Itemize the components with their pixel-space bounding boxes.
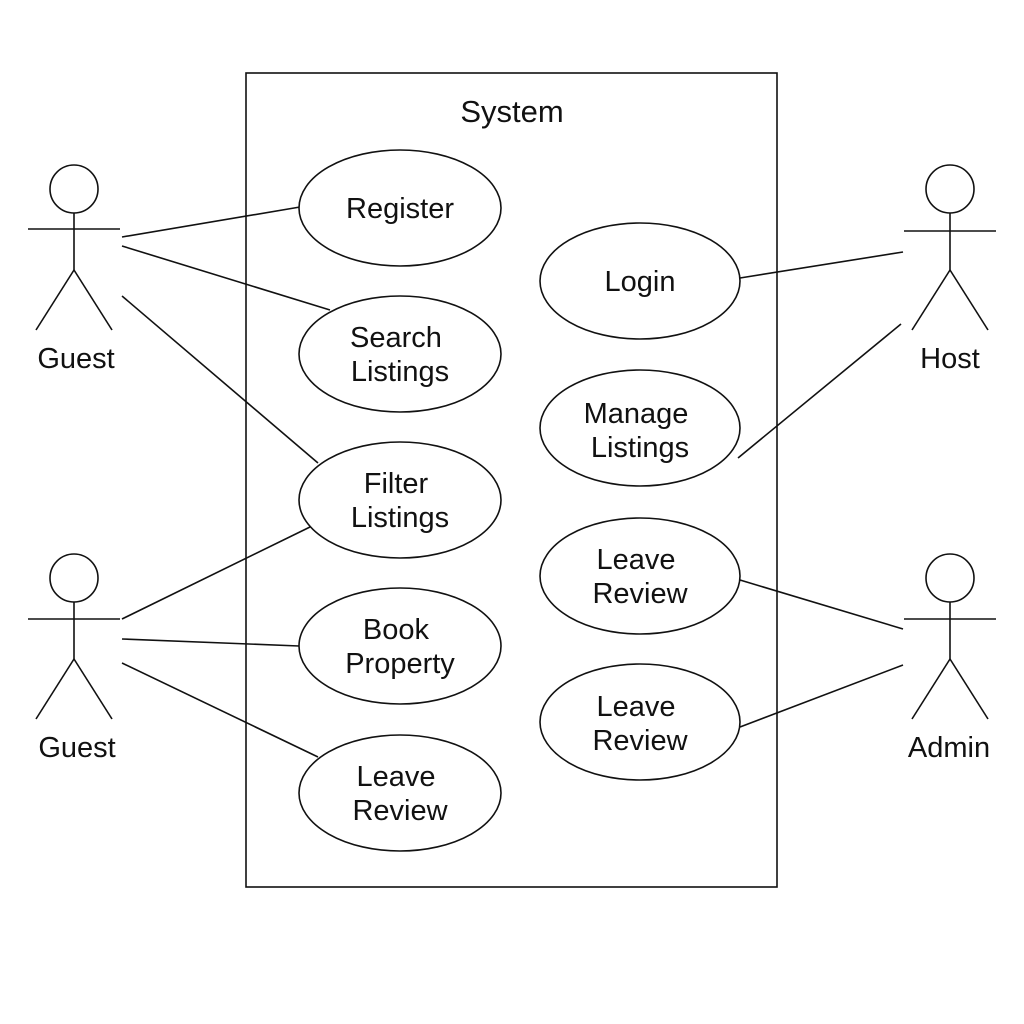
association-host-login bbox=[739, 251, 904, 279]
association-host-manage-listings bbox=[737, 323, 902, 459]
use-case-label: Listings bbox=[591, 432, 689, 464]
associations bbox=[121, 206, 904, 758]
use-case-label: Listings bbox=[351, 356, 449, 388]
use-case-ellipse bbox=[298, 441, 502, 559]
actor-guest-1: Guest bbox=[28, 164, 120, 375]
use-case-label: Filter bbox=[364, 468, 429, 500]
use-case-ellipse bbox=[539, 222, 741, 340]
association-guest-1-filter-listings bbox=[121, 295, 319, 464]
actor-label: Guest bbox=[37, 343, 114, 375]
actor-label: Host bbox=[920, 343, 980, 375]
use-case-ellipse bbox=[539, 663, 741, 781]
svg-text:Login: Login bbox=[605, 266, 676, 298]
use-case-ellipse bbox=[298, 149, 502, 267]
svg-text:Manage Listings: Manage Listings bbox=[584, 398, 697, 464]
association-guest-2-leave-review bbox=[121, 662, 319, 758]
stick-figure-icon bbox=[904, 164, 996, 331]
use-case-label: Listings bbox=[351, 502, 449, 534]
svg-text:Leave Review: Leave Review bbox=[592, 691, 688, 757]
stick-figure-icon bbox=[904, 553, 996, 720]
svg-text:Search Listings: Search Listings bbox=[350, 322, 450, 388]
use-case-book-property[interactable]: Book Property bbox=[298, 587, 502, 705]
use-case-label: Book bbox=[363, 614, 430, 646]
use-case-ellipse bbox=[298, 734, 502, 852]
use-case-register[interactable]: Register bbox=[298, 149, 502, 267]
use-case-ellipse bbox=[539, 517, 741, 635]
association-guest-1-search-listings bbox=[121, 245, 331, 311]
actor-guest-2: Guest bbox=[28, 553, 120, 764]
use-case-label: Manage bbox=[584, 398, 689, 430]
use-case-ellipse bbox=[539, 369, 741, 487]
use-case-label: Review bbox=[352, 795, 448, 827]
system-title: System bbox=[460, 94, 563, 129]
actor-admin: Admin bbox=[904, 553, 996, 764]
association-guest-2-book-property bbox=[121, 638, 300, 647]
use-case-leave-review-a[interactable]: Leave Review bbox=[539, 517, 741, 635]
use-case-label: Register bbox=[346, 193, 454, 225]
svg-text:Book Property: Book Property bbox=[345, 614, 455, 680]
use-case-filter-listings[interactable]: Filter Listings bbox=[298, 441, 502, 559]
association-guest-1-register bbox=[121, 206, 301, 238]
use-case-label: Search bbox=[350, 322, 442, 354]
actor-host: Host bbox=[904, 164, 996, 375]
use-case-label: Property bbox=[345, 648, 455, 680]
use-case-ellipse bbox=[298, 587, 502, 705]
use-case-label: Leave bbox=[596, 544, 675, 576]
svg-text:Filter Listings: Filter Listings bbox=[351, 468, 449, 534]
svg-text:Leave Review: Leave Review bbox=[592, 544, 688, 610]
use-case-label: Review bbox=[592, 578, 688, 610]
svg-text:Leave Review: Leave Review bbox=[352, 761, 448, 827]
stick-figure-icon bbox=[28, 553, 120, 720]
use-case-label: Leave bbox=[596, 691, 675, 723]
actor-label: Guest bbox=[38, 732, 115, 764]
system-boundary bbox=[245, 72, 778, 888]
use-case-leave-review-b[interactable]: Leave Review bbox=[539, 663, 741, 781]
use-case-search-listings[interactable]: Search Listings bbox=[298, 295, 502, 413]
use-case-leave-review-guest[interactable]: Leave Review bbox=[298, 734, 502, 852]
use-case-ellipse bbox=[298, 295, 502, 413]
use-case-label: Login bbox=[605, 266, 676, 298]
actor-label: Admin bbox=[908, 732, 990, 764]
association-admin-leave-review-a bbox=[739, 579, 904, 630]
association-admin-leave-review-b bbox=[739, 664, 904, 728]
association-guest-2-filter-listings bbox=[121, 526, 311, 620]
use-case-manage-listings[interactable]: Manage Listings bbox=[539, 369, 741, 487]
use-case-label: Review bbox=[592, 725, 688, 757]
stick-figure-icon bbox=[28, 164, 120, 331]
svg-text:Register: Register bbox=[346, 193, 454, 225]
use-case-label: Leave bbox=[356, 761, 435, 793]
use-case-login[interactable]: Login bbox=[539, 222, 741, 340]
